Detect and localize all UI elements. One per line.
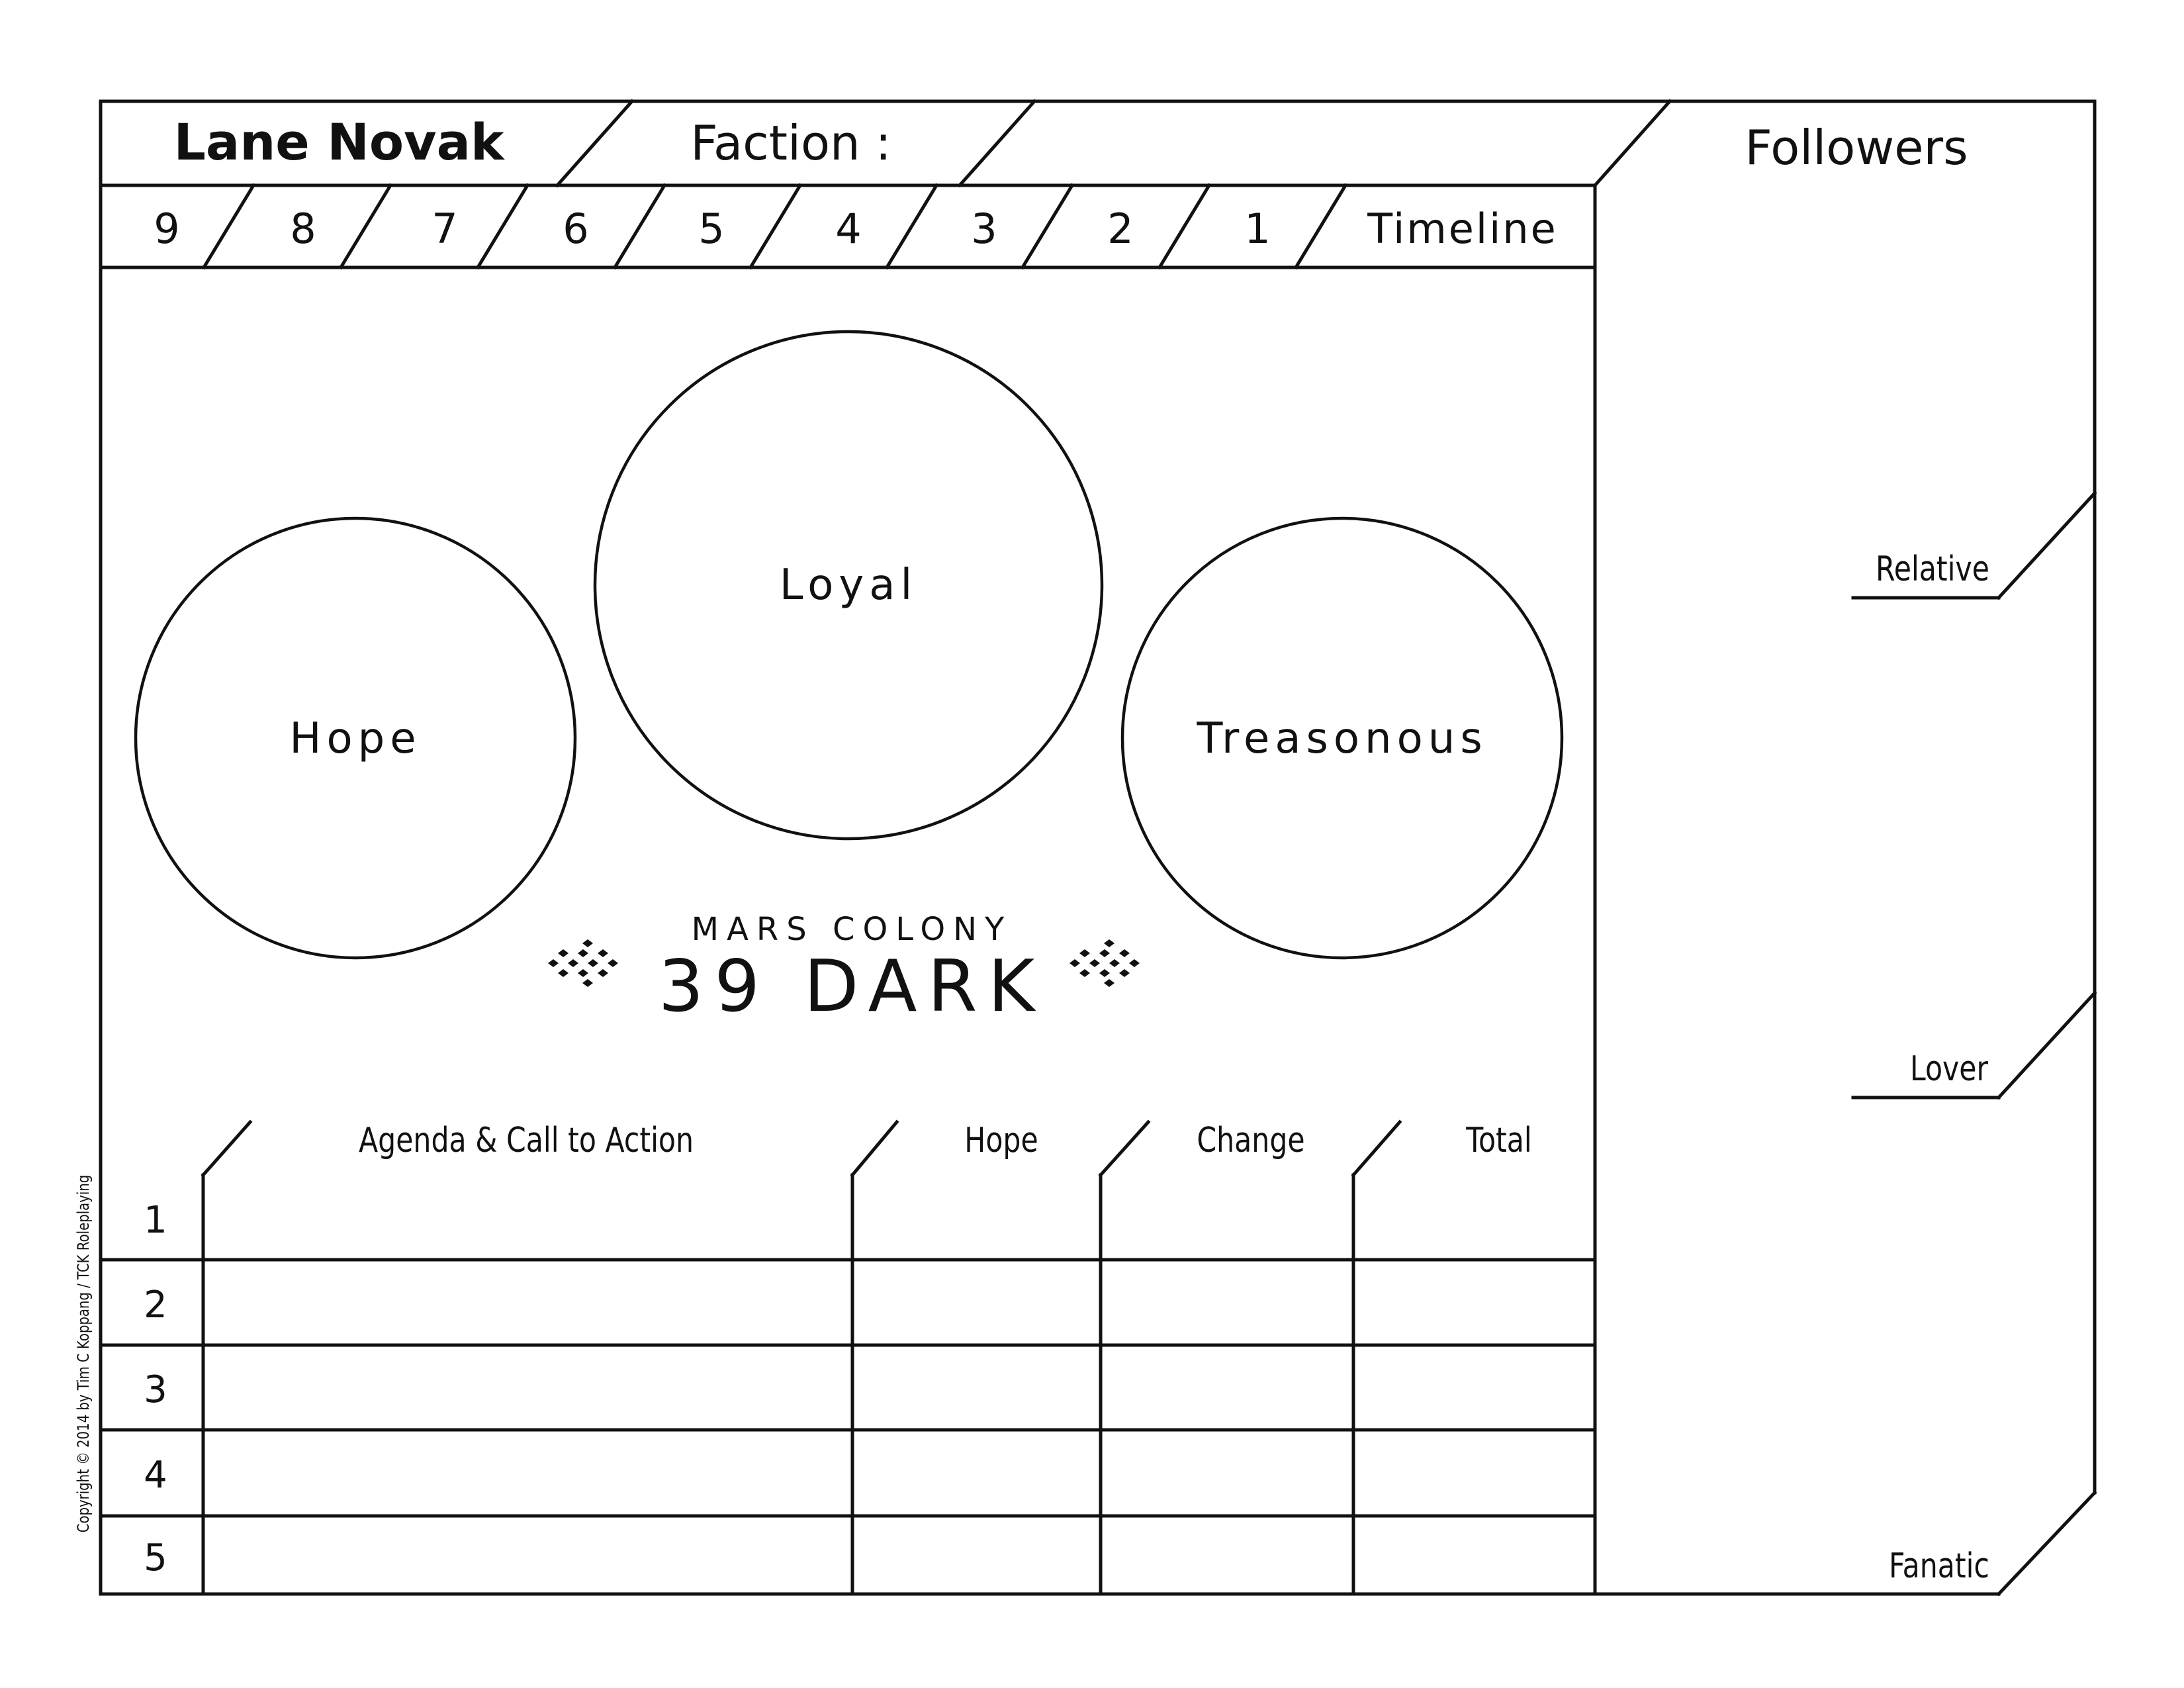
agenda-header-total: Total <box>1465 1121 1531 1160</box>
agenda-cell[interactable] <box>205 1177 851 1258</box>
faction-field[interactable] <box>973 106 1595 182</box>
circle-loyal-label: Loyal <box>780 561 918 610</box>
followers-panel: Relative Lover Fanatic <box>1598 192 2097 1597</box>
circle-hope[interactable]: Hope <box>134 516 577 960</box>
agenda-table: Agenda & Call to Action Hope Change Tota… <box>99 1119 1597 1596</box>
agenda-header-change: Change <box>1197 1121 1304 1160</box>
followers-relative-area[interactable] <box>1598 192 2091 589</box>
diamond-ornament-left-icon <box>548 939 618 987</box>
agenda-row-number: 4 <box>144 1454 167 1497</box>
character-name[interactable]: Lane Novak <box>173 113 504 171</box>
sheet-frame <box>99 99 2097 1596</box>
agenda-row-number: 5 <box>144 1536 167 1579</box>
faction-label: Faction : <box>690 115 891 171</box>
circle-treasonous[interactable]: Treasonous <box>1120 516 1564 960</box>
agenda-row-number: 3 <box>144 1368 167 1411</box>
agenda-row-number: 2 <box>144 1284 167 1327</box>
timeline-step-1[interactable]: 1 <box>1244 205 1270 253</box>
diamond-ornament-right-icon <box>1069 939 1140 987</box>
follower-lover-label: Lover <box>1910 1049 1988 1089</box>
change-cell[interactable] <box>1103 1177 1352 1258</box>
game-logo: MARS COLONY 39 DARK <box>548 911 1140 1028</box>
circle-treasonous-label: Treasonous <box>1196 714 1487 763</box>
agenda-header-hope: Hope <box>964 1121 1038 1160</box>
total-cell[interactable] <box>1355 1177 1594 1258</box>
follower-fanatic-label: Fanatic <box>1889 1546 1989 1586</box>
timeline-step-2[interactable]: 2 <box>1107 205 1133 253</box>
timeline-step-9[interactable]: 9 <box>154 205 179 253</box>
followers-fanatic-area[interactable] <box>1598 1102 2091 1585</box>
followers-title: Followers <box>1745 120 1968 175</box>
circle-loyal[interactable]: Loyal <box>593 330 1104 841</box>
timeline-label: Timeline <box>1367 205 1558 253</box>
timeline-step-4[interactable]: 4 <box>835 205 861 253</box>
follower-relative-label: Relative <box>1876 549 1989 589</box>
followers-lover-area[interactable] <box>1598 602 2091 1089</box>
logo-line-1: MARS COLONY <box>692 911 1013 948</box>
timeline-step-3[interactable]: 3 <box>971 205 997 253</box>
timeline-step-6[interactable]: 6 <box>563 205 588 253</box>
agenda-row-number: 1 <box>144 1199 167 1242</box>
hope-cell[interactable] <box>854 1177 1099 1258</box>
timeline-row: 9 8 7 6 5 4 3 2 1 Timeline <box>154 183 1558 270</box>
timeline-step-7[interactable]: 7 <box>432 205 457 253</box>
agenda-header-agenda: Agenda & Call to Action <box>359 1121 694 1160</box>
timeline-step-5[interactable]: 5 <box>698 205 724 253</box>
timeline-step-8[interactable]: 8 <box>290 205 316 253</box>
copyright-text: Copyright © 2014 by Tim C Koppang / TCK … <box>75 1175 93 1533</box>
circle-hope-label: Hope <box>289 714 421 763</box>
logo-line-2: 39 DARK <box>659 945 1046 1028</box>
